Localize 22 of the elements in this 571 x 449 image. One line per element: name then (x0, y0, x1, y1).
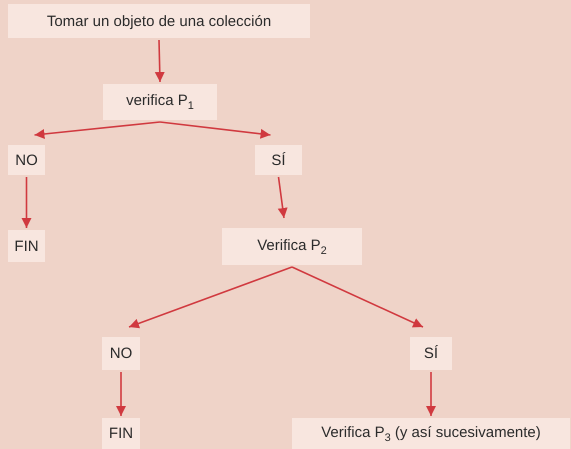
arrow (154, 40, 165, 82)
arrow (128, 266, 292, 328)
node-label: Verifica P$_{3}$ (y así sucesivamente) (321, 424, 541, 444)
arrow (34, 121, 160, 139)
node-label: FIN (108, 425, 134, 442)
flow-box (222, 228, 362, 265)
arrow (292, 266, 424, 328)
node-label: Tomar un objeto de una colección (46, 12, 272, 30)
node-label: SÍ (424, 345, 438, 362)
arrow (426, 372, 436, 416)
node-label: verifica P$_{1}$ (126, 92, 194, 112)
node-label: NO (110, 345, 132, 362)
arrow (116, 372, 126, 416)
node-label: Verifica P$_{2}$ (257, 236, 327, 256)
node-label: FIN (14, 238, 39, 254)
arrow (278, 176, 288, 218)
arrow (160, 121, 271, 139)
arrow (22, 177, 32, 228)
node-label: SÍ (271, 152, 286, 168)
flow-box (255, 145, 302, 175)
node-label: NO (15, 152, 38, 168)
flow-box (103, 84, 217, 120)
